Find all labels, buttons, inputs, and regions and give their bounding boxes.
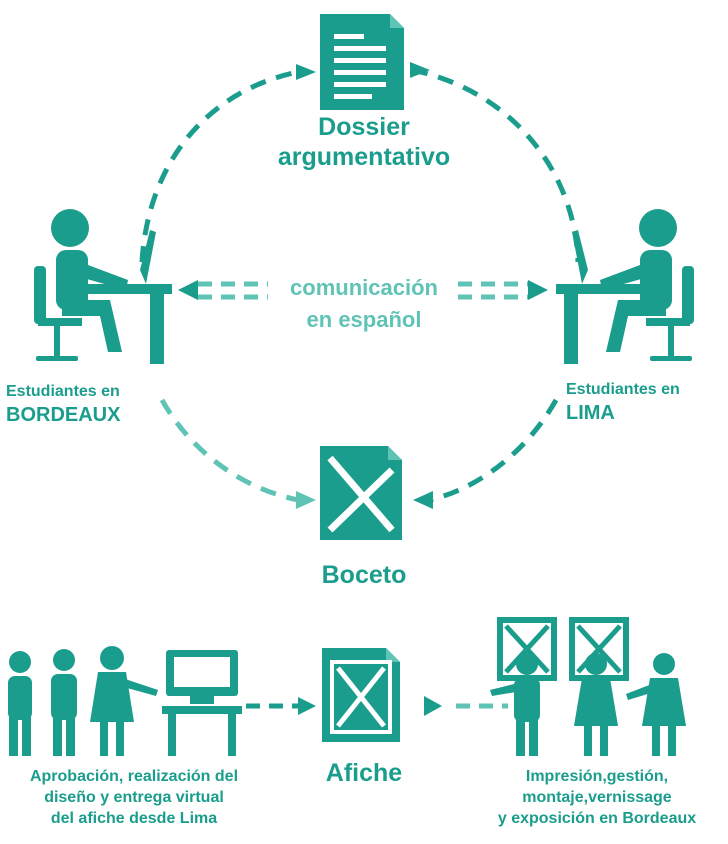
left-caption: Aprobación, realización del diseño y ent… <box>0 766 268 829</box>
bottom-left-arrow <box>246 697 316 715</box>
framed-poster-icon <box>569 617 629 681</box>
student-desk-icon-lima <box>556 209 694 364</box>
person-icon <box>8 651 32 756</box>
communication-label-line1: comunicación <box>290 275 438 300</box>
document-icon <box>320 14 404 110</box>
left-caption-line2: diseño y entrega virtual <box>44 789 224 806</box>
communication-label: comunicación en español <box>264 272 464 336</box>
left-caption-line1: Aprobación, realización del <box>29 768 239 785</box>
person-icon <box>490 653 540 756</box>
lima-label-line2: LIMA <box>566 402 615 424</box>
bottom-right-arrow <box>424 696 508 716</box>
student-desk-icon-bordeaux <box>34 209 172 364</box>
bordeaux-label-line1: Estudiantes en <box>6 383 120 400</box>
bottom-left-arc <box>159 398 316 509</box>
person-icon <box>90 646 158 756</box>
person-icon <box>626 653 686 756</box>
people-group-left <box>8 646 158 756</box>
top-right-arc <box>410 62 581 263</box>
bordeaux-label: Estudiantes en BORDEAUX <box>6 382 176 428</box>
right-caption-line3: y exposición en Bordeaux <box>497 810 697 827</box>
right-caption-line2: montaje,vernissage <box>522 789 672 806</box>
afiche-document-icon <box>322 648 400 742</box>
left-caption-line3: del afiche desde Lima <box>50 810 218 827</box>
communication-arrows <box>178 280 548 300</box>
lima-label-line1: Estudiantes en <box>566 381 680 398</box>
dossier-label-line2: argumentativo <box>277 143 451 171</box>
person-icon <box>51 649 77 756</box>
afiche-label: Afiche <box>325 759 403 787</box>
right-caption: Impresión,gestión, montaje,vernissage y … <box>468 766 726 829</box>
right-caption-line1: Impresión,gestión, <box>525 768 669 785</box>
communication-label-line2: en español <box>306 307 422 332</box>
bordeaux-label-line2: BORDEAUX <box>6 404 121 426</box>
top-left-arc <box>139 64 316 263</box>
bottom-right-arc <box>413 398 559 509</box>
dossier-label: Dossier argumentativo <box>230 112 498 172</box>
sketch-document-icon <box>320 446 402 540</box>
lima-label: Estudiantes en LIMA <box>566 380 726 426</box>
dossier-label-line1: Dossier <box>318 113 410 141</box>
people-posters-group <box>490 617 686 756</box>
person-icon <box>574 653 618 756</box>
boceto-label: Boceto <box>321 561 407 589</box>
computer-icon <box>162 650 242 756</box>
